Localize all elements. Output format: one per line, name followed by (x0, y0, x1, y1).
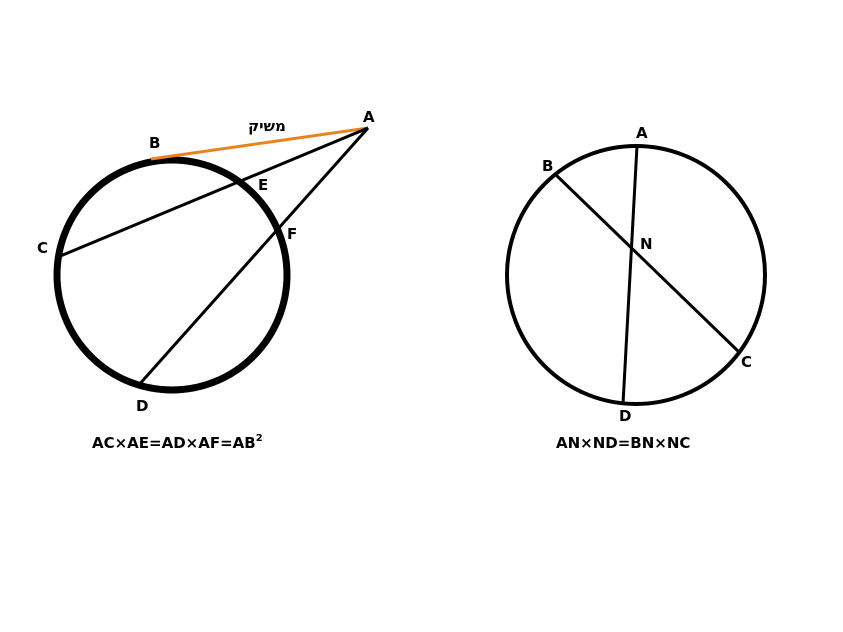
left-formula-main: AC×AE=AD×AF=AB (92, 434, 256, 452)
chord-bc (553, 172, 741, 354)
point-label-b: B (542, 157, 553, 175)
point-label-b: B (149, 134, 160, 152)
point-label-n: N (640, 235, 653, 253)
tangent-label: משיק (248, 117, 286, 135)
left-formula-exponent: 2 (256, 433, 263, 444)
tangent-line-ab (150, 126, 369, 161)
point-label-c: C (741, 353, 752, 371)
secant-line-ad (135, 127, 370, 388)
point-label-c: C (37, 239, 48, 257)
left-formula: AC×AE=AD×AF=AB2 (92, 433, 263, 452)
point-label-a: A (363, 108, 375, 126)
point-label-a: A (636, 124, 648, 142)
point-label-f: F (287, 225, 297, 243)
point-label-e: E (258, 176, 268, 194)
intersecting-chords-diagram: A B C D N AN×ND=BN×NC (505, 124, 767, 452)
secant-line-ac (57, 126, 369, 259)
point-label-d: D (136, 397, 148, 415)
chord-ad (621, 145, 639, 405)
left-circle (53, 156, 291, 394)
point-label-d: D (619, 407, 631, 425)
secant-tangent-diagram: A B C D E F משיק AC×AE=AD×AF=AB2 (37, 108, 375, 452)
right-formula: AN×ND=BN×NC (556, 434, 690, 452)
